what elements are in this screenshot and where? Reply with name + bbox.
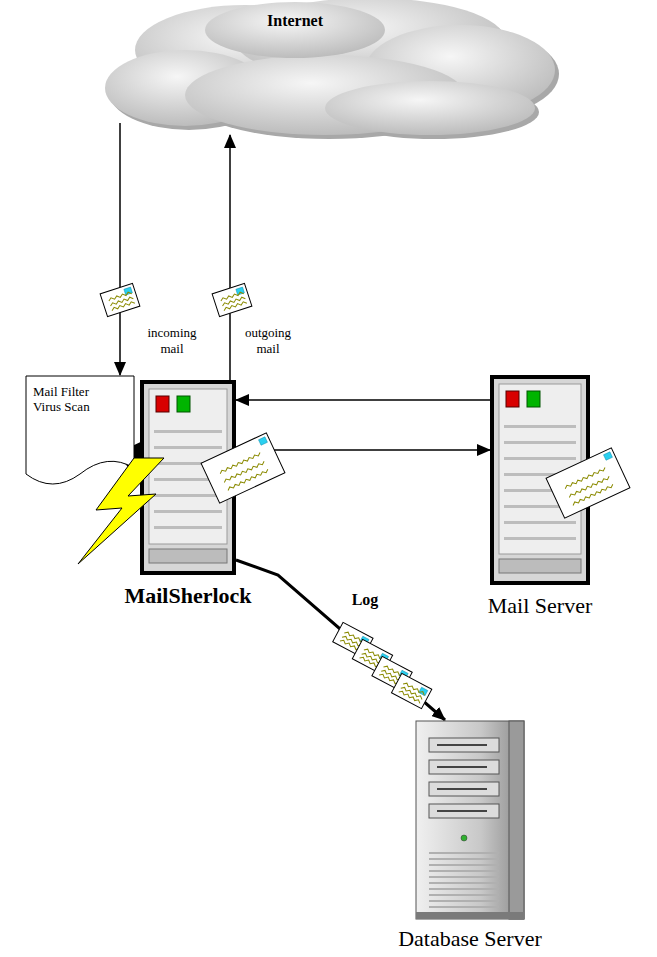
- drawing-part: [154, 510, 222, 513]
- drawing-part: [504, 425, 576, 428]
- drawing-part: [205, 2, 385, 58]
- drawing-part: [429, 876, 499, 878]
- drawing-part: [227, 469, 269, 490]
- envelope-icon: [212, 283, 252, 316]
- drawing-part: [509, 721, 524, 919]
- drawing-part: [325, 81, 535, 135]
- drawing-part: [437, 744, 487, 746]
- drawing-part: [429, 870, 499, 872]
- drawing-part: [504, 441, 576, 444]
- drawing-part: [504, 537, 576, 540]
- drawing-part: [259, 437, 268, 445]
- mailsherlock-server-shape: [140, 380, 236, 575]
- drawing-part: [499, 559, 581, 573]
- edge-label: outgoing mail: [236, 325, 300, 356]
- envelope-icon: [201, 433, 285, 503]
- drawing-part: [546, 448, 630, 518]
- drawing-part: [429, 782, 499, 796]
- drawing-part: [416, 912, 524, 919]
- drawing-part: [527, 391, 540, 407]
- database-server: Database Server: [415, 720, 525, 920]
- drawing-part: [154, 446, 222, 449]
- internet-cloud: Internet: [95, 0, 555, 135]
- filter-document: Mail Filter Virus Scan: [25, 375, 135, 490]
- drawing-part: [154, 526, 222, 529]
- drawing-part: [429, 858, 499, 860]
- envelope-icon: [100, 283, 140, 316]
- drawing-part: [391, 673, 431, 708]
- drawing-part: [177, 396, 190, 412]
- drawing-part: [223, 301, 247, 311]
- drawing-part: [111, 301, 135, 311]
- mail-flow-arrow: [119, 123, 121, 375]
- drawing-part: [154, 494, 222, 497]
- mail-flow-arrow: [236, 560, 445, 720]
- envelope-icon: [546, 448, 630, 518]
- drawing-part: [429, 864, 499, 866]
- drawing-part: [201, 433, 285, 503]
- drawing-part: [568, 476, 610, 497]
- drawing-part: [149, 549, 227, 563]
- mailsherlock-server: MailSherlock: [140, 380, 236, 575]
- drawing-part: [429, 882, 499, 884]
- edge-label: incoming mail: [140, 325, 204, 356]
- drawing-part: [429, 738, 499, 752]
- drawing-part: [78, 458, 164, 564]
- drawing-part: [223, 461, 265, 482]
- database-server-shape: [415, 720, 525, 920]
- drawing-part: [429, 900, 499, 902]
- drawing-part: [26, 376, 134, 484]
- drawing-part: [429, 804, 499, 818]
- drawing-part: [429, 894, 499, 896]
- drawing-part: [212, 283, 252, 316]
- drawing-part: [429, 760, 499, 774]
- mail-flow-arrow: [229, 135, 231, 380]
- drawing-part: [154, 430, 222, 433]
- drawing-part: [100, 283, 140, 316]
- drawing-part: [506, 391, 519, 407]
- drawing-part: [437, 810, 487, 812]
- node-text: Mail Filter Virus Scan: [33, 385, 113, 415]
- node-caption: Mail Server: [440, 593, 640, 618]
- drawing-part: [429, 852, 499, 854]
- drawing-part: [437, 766, 487, 768]
- drawing-part: [564, 467, 606, 488]
- drawing-part: [429, 888, 499, 890]
- drawing-part: [399, 690, 421, 703]
- drawing-part: [416, 721, 524, 919]
- edge-label: Log: [345, 590, 385, 609]
- drawing-part: [504, 457, 576, 460]
- drawing-part: [461, 835, 467, 841]
- envelope-icon: [391, 673, 431, 708]
- drawing-part: [504, 521, 576, 524]
- node-caption: Database Server: [355, 926, 585, 951]
- drawing-part: [156, 396, 169, 412]
- node-text: Internet: [245, 12, 345, 30]
- drawing-part: [219, 452, 261, 473]
- mail-server: Mail Server: [490, 375, 590, 585]
- drawing-part: [429, 906, 499, 908]
- drawing-part: [604, 452, 613, 460]
- node-caption: MailSherlock: [80, 583, 296, 608]
- mail-server-shape: [490, 375, 590, 585]
- drawing-part: [572, 484, 614, 505]
- drawing-part: [437, 788, 487, 790]
- mail-flow-arrow: [236, 399, 490, 401]
- internet-cloud-shape: [95, 0, 555, 135]
